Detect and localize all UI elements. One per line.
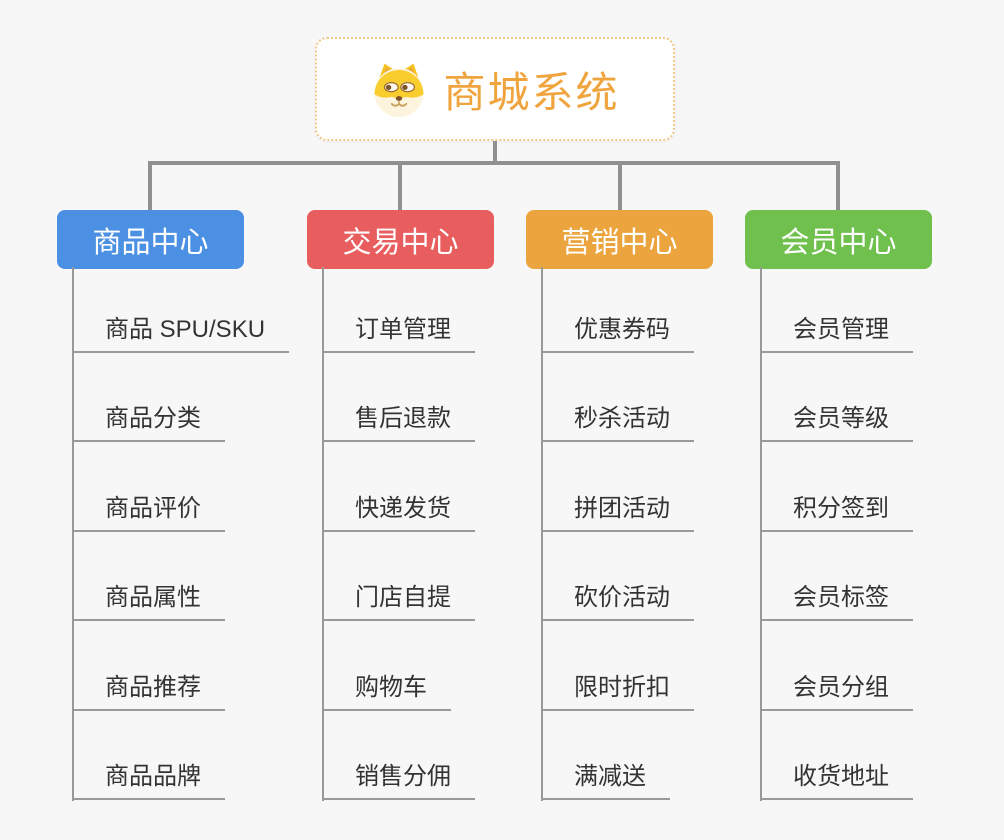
topic-slot: 会员标签 (760, 532, 1004, 621)
topic-slot: 商品 SPU/SKU (72, 263, 322, 353)
topic-slot: 售后退款 (322, 353, 572, 442)
subtopic-member-group[interactable]: 会员分组 (760, 667, 913, 711)
subtopic-bargain-activity[interactable]: 砍价活动 (541, 577, 694, 621)
connector-drop-trade (398, 161, 402, 210)
topic-slot: 商品属性 (72, 532, 322, 621)
topic-slot: 收货地址 (760, 711, 1004, 800)
topic-slot: 砍价活动 (541, 532, 791, 621)
branch-children-member: 会员管理 会员等级 积分签到 会员标签 会员分组 收货地址 (760, 263, 1004, 800)
root-topic-label: 商城系统 (443, 68, 620, 116)
subtopic-product-review[interactable]: 商品评价 (72, 488, 225, 532)
topic-slot: 会员等级 (760, 353, 1004, 442)
subtopic-shopping-cart[interactable]: 购物车 (322, 667, 451, 711)
branch-children-product: 商品 SPU/SKU 商品分类 商品评价 商品属性 商品推荐 商品品牌 (72, 263, 322, 800)
connector-drop-marketing (618, 161, 622, 210)
topic-slot: 拼团活动 (541, 442, 791, 532)
topic-slot: 购物车 (322, 621, 572, 711)
topic-slot: 门店自提 (322, 532, 572, 621)
subtopic-sales-commission[interactable]: 销售分佣 (322, 756, 475, 800)
topic-slot: 商品分类 (72, 353, 322, 442)
subtopic-express-delivery[interactable]: 快递发货 (322, 488, 475, 532)
topic-slot: 满减送 (541, 711, 791, 800)
shiba-dog-icon (375, 63, 424, 118)
branch-spine-trade (322, 267, 324, 801)
topic-slot: 会员管理 (760, 263, 1004, 353)
subtopic-product-spu-sku[interactable]: 商品 SPU/SKU (72, 309, 290, 353)
topic-slot: 订单管理 (322, 263, 572, 353)
subtopic-limited-time-discount[interactable]: 限时折扣 (541, 667, 694, 711)
connector-drop-product (148, 161, 152, 210)
topic-slot: 快递发货 (322, 442, 572, 532)
connector-drop-member (836, 161, 840, 210)
branch-topic-member-center[interactable]: 会员中心 (745, 210, 932, 269)
subtopic-spend-and-save[interactable]: 满减送 (541, 756, 670, 800)
subtopic-product-category[interactable]: 商品分类 (72, 398, 225, 442)
connector-rail (148, 161, 840, 165)
topic-slot: 会员分组 (760, 621, 1004, 711)
connector-root-drop (493, 141, 497, 165)
subtopic-member-level[interactable]: 会员等级 (760, 398, 913, 442)
branch-spine-marketing (541, 267, 543, 801)
branch-spine-product (72, 267, 74, 801)
branch-topic-marketing-center[interactable]: 营销中心 (526, 210, 713, 269)
subtopic-store-pickup[interactable]: 门店自提 (322, 577, 475, 621)
topic-slot: 优惠券码 (541, 263, 791, 353)
subtopic-coupon-code[interactable]: 优惠券码 (541, 309, 694, 353)
subtopic-product-brand[interactable]: 商品品牌 (72, 756, 225, 800)
subtopic-product-attribute[interactable]: 商品属性 (72, 577, 225, 621)
topic-slot: 销售分佣 (322, 711, 572, 800)
branch-spine-member (760, 267, 762, 801)
subtopic-member-management[interactable]: 会员管理 (760, 309, 913, 353)
subtopic-group-buy[interactable]: 拼团活动 (541, 488, 694, 532)
topic-slot: 商品推荐 (72, 621, 322, 711)
topic-slot: 积分签到 (760, 442, 1004, 532)
subtopic-shipping-address[interactable]: 收货地址 (760, 756, 913, 800)
subtopic-member-tag[interactable]: 会员标签 (760, 577, 913, 621)
branch-children-trade: 订单管理 售后退款 快递发货 门店自提 购物车 销售分佣 (322, 263, 572, 800)
topic-slot: 秒杀活动 (541, 353, 791, 442)
subtopic-points-checkin[interactable]: 积分签到 (760, 488, 913, 532)
subtopic-flash-sale[interactable]: 秒杀活动 (541, 398, 694, 442)
branch-topic-product-center[interactable]: 商品中心 (57, 210, 244, 269)
subtopic-after-sale-refund[interactable]: 售后退款 (322, 398, 475, 442)
topic-slot: 商品品牌 (72, 711, 322, 800)
topic-slot: 商品评价 (72, 442, 322, 532)
topic-slot: 限时折扣 (541, 621, 791, 711)
subtopic-product-recommend[interactable]: 商品推荐 (72, 667, 225, 711)
root-topic[interactable]: 商城系统 (315, 37, 675, 141)
branch-children-marketing: 优惠券码 秒杀活动 拼团活动 砍价活动 限时折扣 满减送 (541, 263, 791, 800)
subtopic-order-management[interactable]: 订单管理 (322, 309, 475, 353)
branch-topic-trade-center[interactable]: 交易中心 (307, 210, 494, 269)
